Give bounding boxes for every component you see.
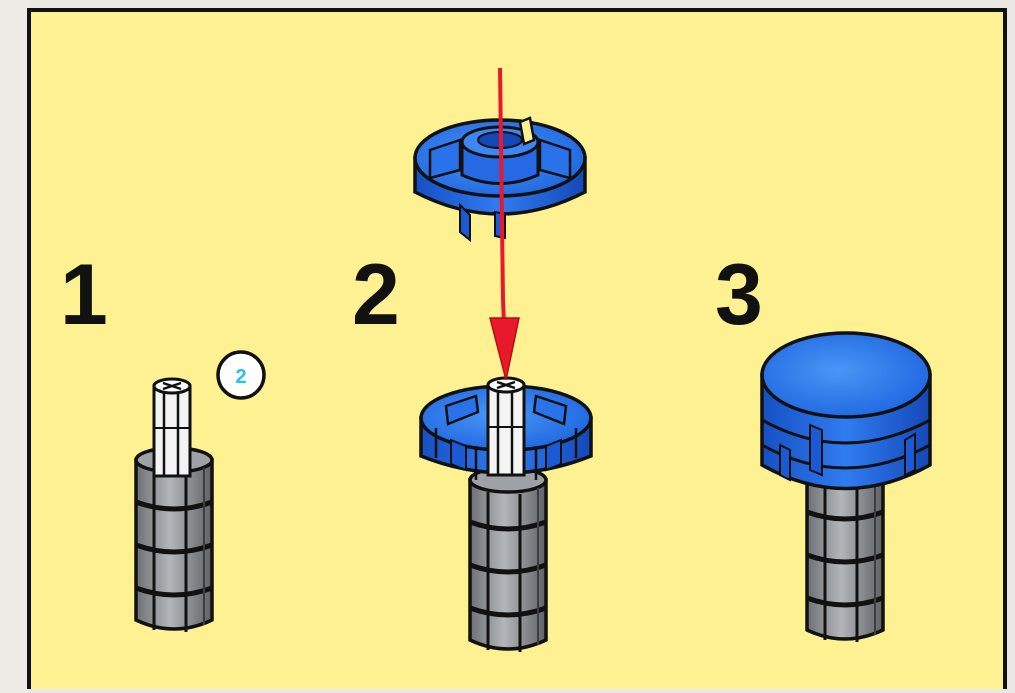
step-number-1: 1 (60, 247, 108, 343)
step-number-2: 2 (352, 247, 400, 343)
left-margin (0, 0, 30, 693)
step-number-3: 3 (715, 247, 763, 343)
instruction-panel (27, 8, 1007, 689)
